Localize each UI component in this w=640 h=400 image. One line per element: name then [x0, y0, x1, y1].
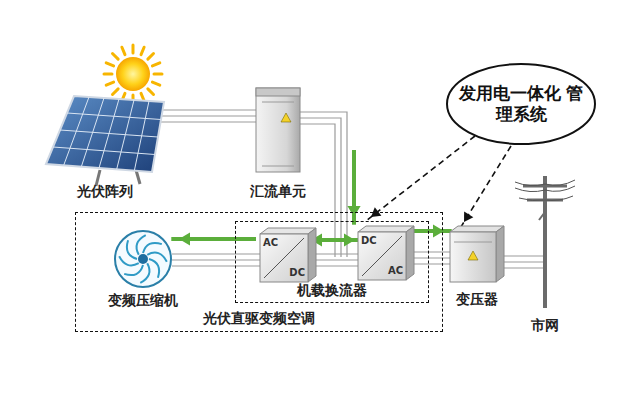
- grid-pole-art: [515, 172, 575, 334]
- node-label: 汇流单元: [246, 183, 310, 200]
- combiner-cabinet-art: [246, 88, 310, 200]
- system-boundary: 光伏直驱变频空调变频压缩机 机载换流器 AC DC DC AC: [75, 212, 443, 332]
- power-connector: [171, 232, 260, 266]
- grid-pole: 市网: [515, 172, 575, 334]
- callout-ellipse: 发用电一体化 管理系统: [445, 62, 597, 146]
- port-label: AC: [263, 237, 278, 249]
- node-label: 光伏直驱变频空调: [76, 310, 442, 327]
- port-label: AC: [388, 265, 403, 277]
- node-label: 市网: [515, 317, 575, 334]
- port-label: DC: [361, 235, 377, 247]
- port-label: DC: [289, 267, 305, 279]
- converter-group: 机载换流器 AC DC DC AC: [235, 221, 429, 303]
- power-connector: [502, 256, 545, 268]
- control-arrow: [366, 136, 475, 221]
- converter-box: AC DC: [260, 234, 308, 282]
- node-label: 发用电一体化 管理系统: [457, 83, 585, 126]
- converter-box: DC AC: [358, 232, 406, 280]
- node-label: 变频压缩机: [101, 292, 185, 309]
- compressor: 变频压缩机: [101, 227, 185, 309]
- control-arrow: [461, 146, 511, 227]
- combiner-cabinet: 汇流单元: [246, 88, 310, 200]
- node-label: 机载换流器: [236, 282, 428, 299]
- node-label: 变压器: [448, 291, 506, 308]
- pv-array: 光伏阵列: [40, 90, 170, 200]
- power-connector: [158, 110, 256, 122]
- transformer: 变压器: [448, 226, 506, 308]
- node-label: 光伏阵列: [40, 183, 170, 200]
